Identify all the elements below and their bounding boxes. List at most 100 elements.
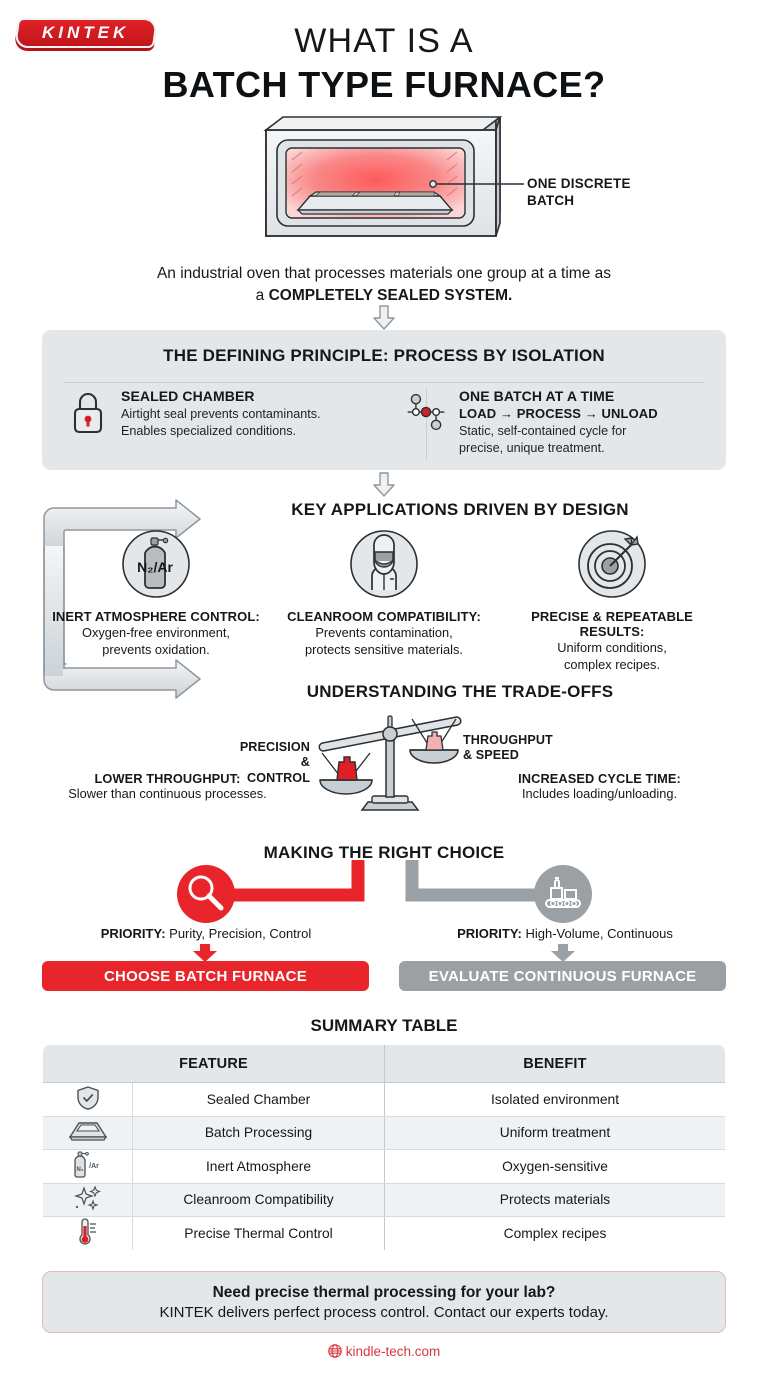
lock-icon xyxy=(66,388,110,456)
choice-right-priority-value: High-Volume, Continuous xyxy=(521,926,673,941)
application-2-body-1: Prevents contamination, xyxy=(315,625,453,640)
table-row: Cleanroom Compatibility Protects materia… xyxy=(43,1183,725,1217)
evaluate-continuous-furnace-button[interactable]: EVALUATE CONTINUOUS FURNACE xyxy=(399,961,726,991)
application-item-precise-results: PRECISE & REPEATABLE RESULTS: Uniform co… xyxy=(498,528,726,674)
thermometer-icon xyxy=(43,1216,133,1250)
flow-arrow-down-to-principle xyxy=(371,305,397,331)
hero-subtitle-lead: a xyxy=(255,287,269,305)
table-header-feature: FEATURE xyxy=(43,1044,385,1083)
principle-right-flow: LOAD → PROCESS → UNLOAD xyxy=(459,406,658,421)
gas-cylinder-icon: N₂/Ar xyxy=(120,528,192,600)
sparkles-icon xyxy=(43,1183,133,1217)
application-1-body-2: prevents oxidation. xyxy=(102,641,210,657)
furnace-illustration xyxy=(0,112,768,257)
footer-cta-line-1: Need precise thermal processing for your… xyxy=(212,1283,556,1301)
principle-divider-vertical xyxy=(426,388,427,460)
footer-cta-line-2: KINTEK delivers perfect process control.… xyxy=(159,1303,609,1321)
gas-cylinder-icon: N₂ /Ar xyxy=(43,1149,133,1184)
hero-subtitle-bold: COMPLETELY SEALED SYSTEM. xyxy=(268,287,513,305)
table-row: Batch Processing Uniform treatment xyxy=(43,1116,725,1150)
principle-right-body-1: Static, self-contained cycle for xyxy=(459,424,627,438)
application-3-body-1: Uniform conditions, xyxy=(557,640,667,655)
scale-label-throughput-line-1: THROUGHPUT xyxy=(463,733,553,747)
application-3-body-2: complex recipes. xyxy=(563,656,660,672)
table-cell-feature: Sealed Chamber xyxy=(132,1082,385,1117)
flow-arrow-down-to-applications xyxy=(371,472,397,498)
scale-label-throughput-line-2: & SPEED xyxy=(463,748,519,763)
table-header-row: FEATURE BENEFIT xyxy=(43,1044,725,1083)
choice-right-priority-label: PRIORITY: xyxy=(457,926,522,941)
scale-label-throughput-speed: THROUGHPUT & SPEED xyxy=(463,733,573,764)
conveyor-belt-icon xyxy=(533,864,593,929)
principle-divider-horizontal xyxy=(64,382,704,383)
svg-text:N₂: N₂ xyxy=(76,1167,83,1173)
gas-cylinder-label: N₂/Ar xyxy=(137,559,173,575)
tradeoff-left-title: LOWER THROUGHPUT: xyxy=(94,771,241,786)
magnifier-icon xyxy=(176,864,236,929)
table-row: N₂ /Ar Inert Atmosphere Oxygen-sensitive xyxy=(43,1149,725,1184)
footer-cta-panel: Need precise thermal processing for your… xyxy=(42,1271,726,1333)
choice-right-priority: PRIORITY: High-Volume, Continuous xyxy=(395,926,735,941)
table-cell-feature: Batch Processing xyxy=(132,1116,385,1150)
principle-heading: THE DEFINING PRINCIPLE: PROCESS BY ISOLA… xyxy=(163,346,605,365)
principle-item-one-batch: ONE BATCH AT A TIME LOAD → PROCESS → UNL… xyxy=(388,388,726,456)
table-cell-feature: Precise Thermal Control xyxy=(132,1216,385,1250)
applications-heading: KEY APPLICATIONS DRIVEN BY DESIGN xyxy=(291,500,629,519)
hero-subtitle: An industrial oven that processes materi… xyxy=(0,263,768,308)
flow-bracket-arrows xyxy=(40,496,240,718)
table-row: Precise Thermal Control Complex recipes xyxy=(43,1216,725,1250)
principle-left-title: SEALED CHAMBER xyxy=(121,388,255,404)
principle-left-body-2: Enables specialized conditions. xyxy=(121,423,297,438)
application-item-inert-atmosphere: N₂/Ar INERT ATMOSPHERE CONTROL: Oxygen-f… xyxy=(42,528,270,674)
summary-table: FEATURE BENEFIT Sealed Chamber Isolated … xyxy=(42,1044,726,1251)
table-cell-benefit: Protects materials xyxy=(384,1183,725,1217)
principle-panel: THE DEFINING PRINCIPLE: PROCESS BY ISOLA… xyxy=(42,330,726,470)
summary-table-title: SUMMARY TABLE xyxy=(310,1016,458,1035)
choice-flow-connectors xyxy=(150,855,620,930)
scale-label-precision-control: PRECISION & CONTROL xyxy=(228,740,310,786)
callout-line-2: BATCH xyxy=(527,192,575,208)
site-link-text: kindle-tech.com xyxy=(345,1344,441,1359)
choice-left-priority-label: PRIORITY: xyxy=(100,926,166,941)
application-1-body-1: Oxygen-free environment, xyxy=(82,625,230,640)
table-header-benefit: BENEFIT xyxy=(384,1044,725,1083)
arrow-down-grey-icon xyxy=(549,944,577,967)
tradeoff-left-body: Slower than continuous processes. xyxy=(68,786,267,801)
table-cell-feature: Inert Atmosphere xyxy=(132,1149,385,1184)
hero-subtitle-line-1: An industrial oven that processes materi… xyxy=(156,265,612,282)
table-cell-benefit: Oxygen-sensitive xyxy=(384,1149,725,1184)
tradeoffs-heading: UNDERSTANDING THE TRADE-OFFS xyxy=(306,682,614,701)
principle-left-body-1: Airtight seal prevents contaminants. xyxy=(121,407,321,421)
application-1-title: INERT ATMOSPHERE CONTROL: xyxy=(52,609,260,624)
balance-scale-illustration xyxy=(300,712,480,817)
page-title: WHAT IS A BATCH TYPE FURNACE? xyxy=(0,22,768,105)
tradeoff-right-body: Includes loading/unloading. xyxy=(521,786,678,801)
application-2-body-2: protects sensitive materials. xyxy=(305,641,463,657)
principle-item-sealed-chamber: SEALED CHAMBER Airtight seal prevents co… xyxy=(42,388,388,456)
application-3-title: PRECISE & REPEATABLE RESULTS: xyxy=(531,609,693,639)
table-cell-benefit: Complex recipes xyxy=(503,1225,607,1241)
site-link[interactable]: kindle-tech.com xyxy=(0,1344,768,1361)
principle-right-body-2: precise, unique treatment. xyxy=(459,440,605,455)
tradeoff-right-title: INCREASED CYCLE TIME: xyxy=(518,771,681,786)
tradeoff-increased-cycle-time: INCREASED CYCLE TIME: Includes loading/u… xyxy=(462,771,737,803)
callout-line-1: ONE DISCRETE xyxy=(527,176,631,191)
svg-text:/Ar: /Ar xyxy=(89,1163,99,1170)
table-cell-benefit: Uniform treatment xyxy=(384,1116,725,1150)
tradeoff-lower-throughput: LOWER THROUGHPUT: Slower than continuous… xyxy=(30,771,305,803)
arrow-down-red-icon xyxy=(191,944,219,967)
cleanroom-worker-icon xyxy=(348,528,420,600)
globe-icon xyxy=(327,1344,342,1361)
target-dart-icon xyxy=(576,528,648,600)
title-line-1: WHAT IS A xyxy=(294,22,474,60)
scale-label-precision-line-2: CONTROL xyxy=(247,770,310,785)
application-2-title: CLEANROOM COMPATIBILITY: xyxy=(287,609,481,624)
applications-row: N₂/Ar INERT ATMOSPHERE CONTROL: Oxygen-f… xyxy=(42,528,726,674)
application-item-cleanroom: CLEANROOM COMPATIBILITY: Prevents contam… xyxy=(270,528,498,674)
principle-right-title: ONE BATCH AT A TIME xyxy=(459,388,615,404)
choice-left-priority-value: Purity, Precision, Control xyxy=(165,926,312,941)
choose-batch-furnace-button[interactable]: CHOOSE BATCH FURNACE xyxy=(42,961,369,991)
choice-left-priority: PRIORITY: Purity, Precision, Control xyxy=(36,926,376,941)
hero-subtitle-line-2: a COMPLETELY SEALED SYSTEM. xyxy=(0,285,768,307)
